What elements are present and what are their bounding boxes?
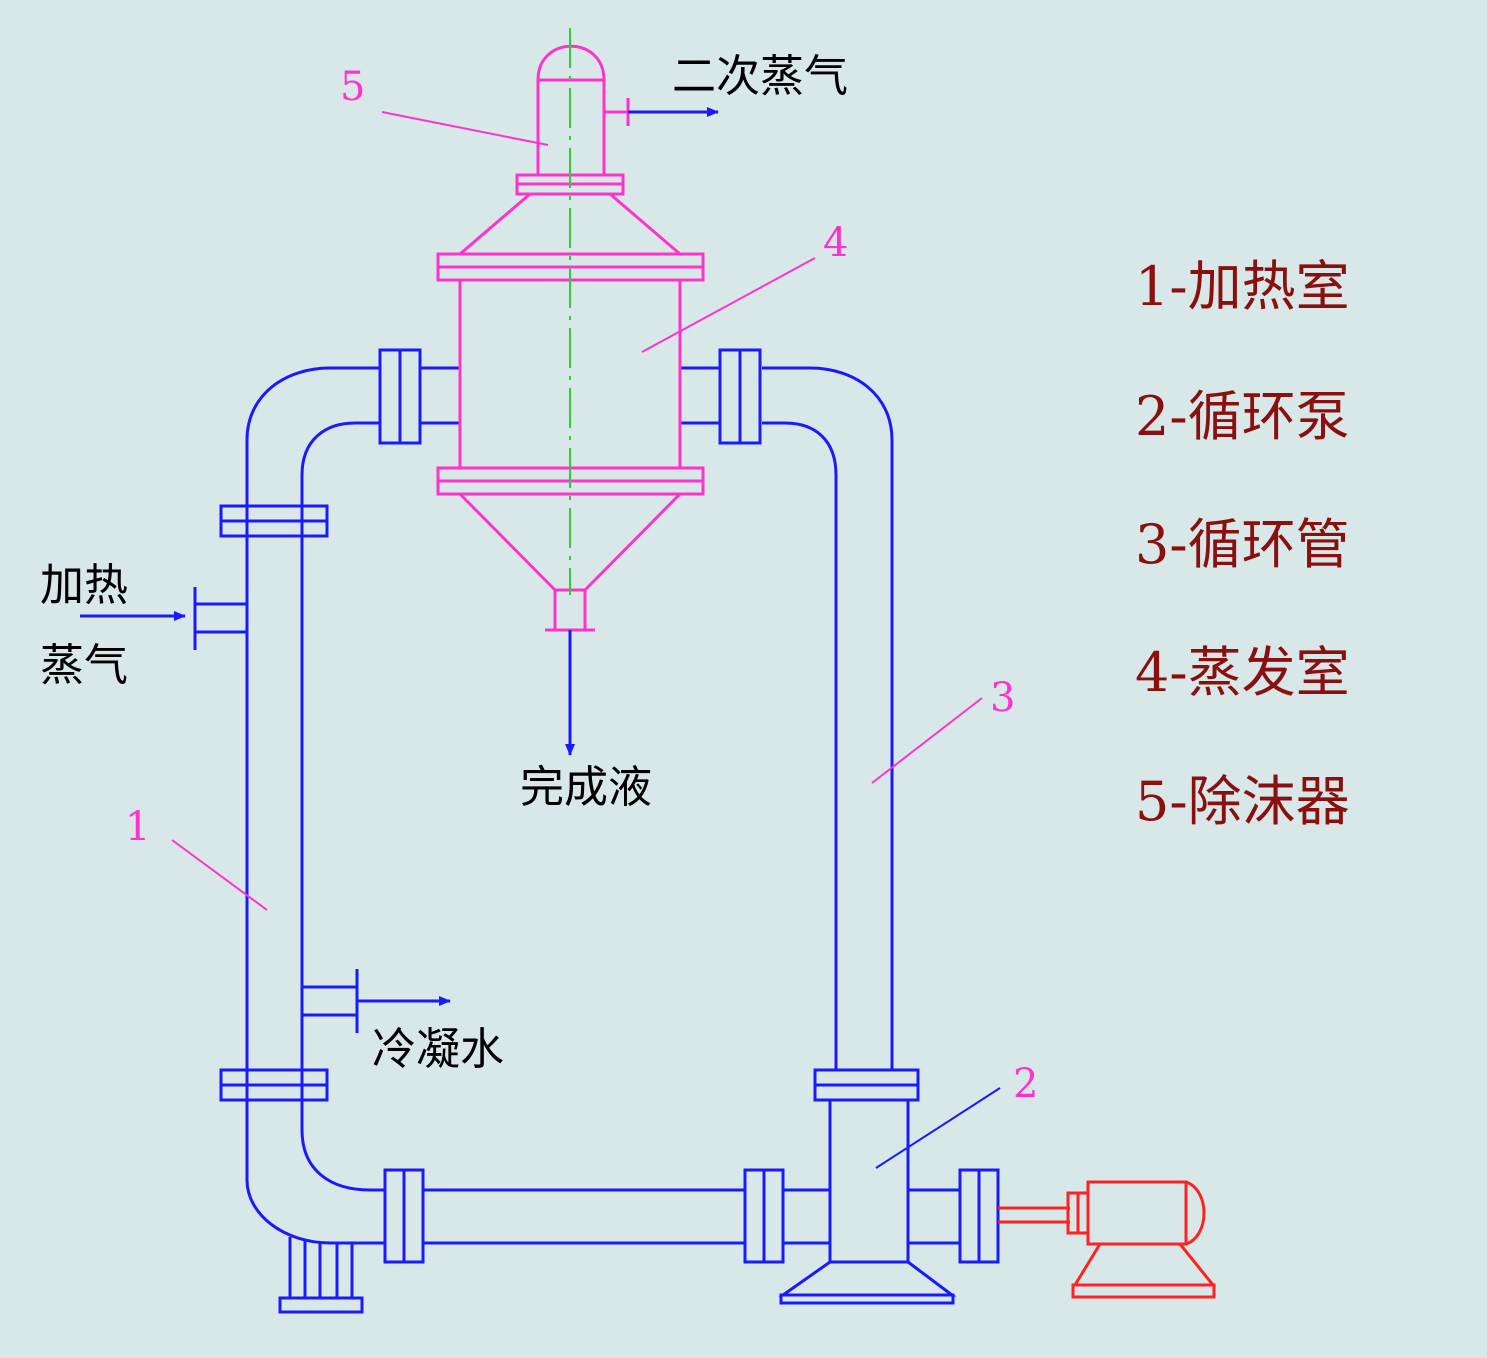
heating-chamber <box>193 366 385 1314</box>
label-condensate: 冷凝水 <box>372 1024 504 1075</box>
legend-item-1: 1-加热室 <box>1135 255 1350 318</box>
legend-item-2: 2-循环泵 <box>1135 385 1350 448</box>
legend: 1-加热室 2-循环泵 3-循环管 4-蒸发室 5-除沫器 <box>1135 255 1350 833</box>
label-heating-steam-1: 加热 <box>40 560 128 611</box>
callout-1: 1 <box>125 804 150 850</box>
legend-item-3: 3-循环管 <box>1135 513 1350 576</box>
bottom-connecting-pipe <box>383 1168 830 1264</box>
circulation-pump <box>778 1068 1000 1305</box>
callout-4: 4 <box>823 220 848 266</box>
callout-leaders <box>171 111 1001 1169</box>
callout-5: 5 <box>340 64 365 110</box>
label-heating-steam-2: 蒸气 <box>40 640 128 691</box>
evaporator-side-flanges <box>378 348 762 445</box>
pump-motor <box>998 1180 1217 1299</box>
legend-item-4: 4-蒸发室 <box>1135 641 1350 704</box>
label-secondary-steam: 二次蒸气 <box>672 51 848 102</box>
label-product-liquid: 完成液 <box>520 762 652 813</box>
callout-3: 3 <box>990 675 1015 721</box>
demister <box>515 44 630 196</box>
legend-item-5: 5-除沫器 <box>1135 770 1350 833</box>
circulation-pipe <box>762 366 894 1070</box>
callout-2: 2 <box>1013 1061 1038 1107</box>
